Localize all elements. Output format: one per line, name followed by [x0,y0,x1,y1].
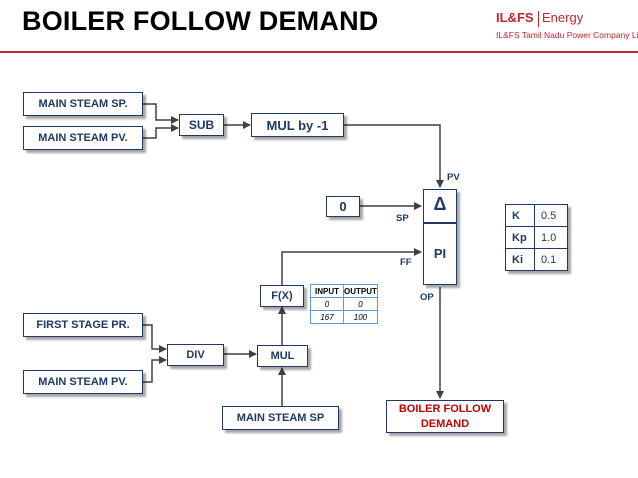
table-cell: 0 [343,297,378,311]
pi-parameters-table: K 0.5 Kp 1.0 Ki 0.1 [505,204,568,271]
boiler-follow-demand-output: BOILER FOLLOW DEMAND [386,400,504,433]
wire-fx-to-ff [281,248,422,285]
table-row: 167 100 [310,310,378,324]
pi-label: PI [433,246,447,261]
delta-symbol: Δ [433,194,447,214]
table-row: 0 0 [310,297,378,311]
mul-by-neg1-block: MUL by -1 [251,113,344,137]
mul-block: MUL [257,345,308,367]
logo-mark: IL&FS [496,10,534,25]
param-name: Kp [505,226,535,249]
main-steam-sp-block: MAIN STEAM SP. [23,92,143,116]
param-name: K [505,204,535,227]
wire-mul-to-pv [344,124,444,188]
param-value: 1.0 [534,226,568,249]
pi-controller-block: Δ PI [423,189,457,285]
wire-sp-to-sub [143,103,179,124]
column-header: INPUT [310,284,344,298]
pi-divider [424,222,456,224]
column-header: OUTPUT [343,284,378,298]
wire-pv-to-sub [143,124,179,139]
sp-label: SP [396,213,409,224]
table-cell: 167 [310,310,344,324]
first-stage-pr-block: FIRST STAGE PR. [23,313,143,337]
main-steam-pv-block-2: MAIN STEAM PV. [23,370,143,394]
table-row: Kp 1.0 [505,226,568,249]
param-name: Ki [505,248,535,271]
sub-block: SUB [179,114,224,136]
wire-pv2-to-div [143,356,167,383]
logo-energy-text: Energy [542,10,584,25]
wire-fsp-to-div [143,324,167,353]
page-title: BOILER FOLLOW DEMAND [22,6,379,36]
table-row: K 0.5 [505,204,568,227]
op-label: OP [420,292,434,303]
main-steam-sp-block-2: MAIN STEAM SP [222,406,339,430]
pv-label: PV [447,172,460,183]
table-row: Ki 0.1 [505,248,568,271]
param-value: 0.5 [534,204,568,227]
fx-lookup-table: INPUT OUTPUT 0 0 167 100 [310,284,378,324]
main-steam-pv-block: MAIN STEAM PV. [23,126,143,150]
fx-block: F(X) [260,285,304,307]
div-block: DIV [167,344,224,366]
zero-setpoint-block: 0 [326,196,360,217]
logo-subtitle: IL&FS Tamil Nadu Power Company Limited [496,30,638,40]
header-rule [0,51,638,53]
company-logo: IL&FS Energy IL&FS Tamil Nadu Power Comp… [496,8,638,48]
logo-separator [538,11,539,27]
ff-label: FF [400,257,412,268]
table-cell: 100 [343,310,378,324]
param-value: 0.1 [534,248,568,271]
table-cell: 0 [310,297,344,311]
table-row: INPUT OUTPUT [310,284,378,298]
